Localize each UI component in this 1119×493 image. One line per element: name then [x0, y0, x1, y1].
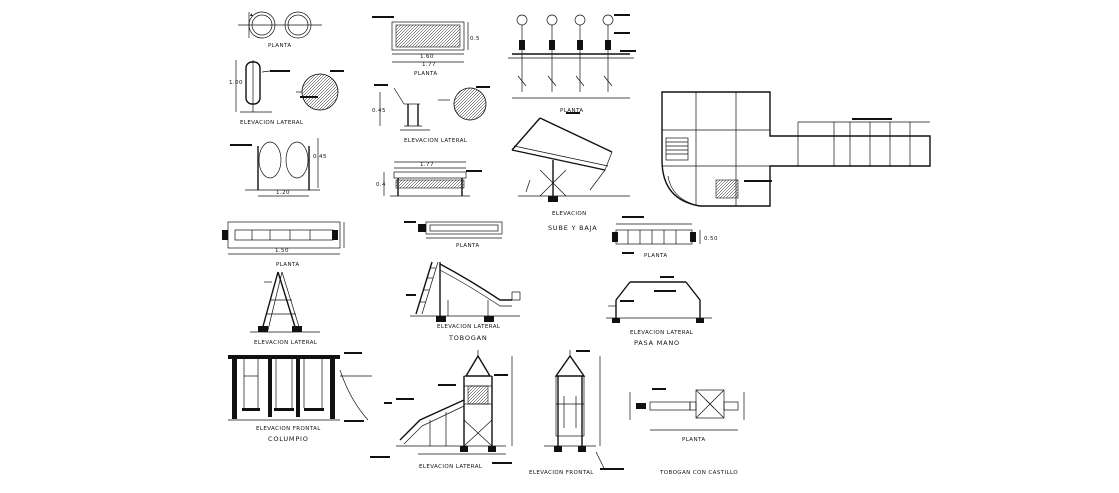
label-planta-2: PLANTA [276, 262, 299, 268]
label-planta-4: PLANTA [456, 243, 479, 249]
svg-text:1.00: 1.00 [229, 80, 243, 86]
label-elevacion-frontal-1: ELEVACION FRONTAL [256, 426, 321, 432]
pasa-mano-planta-detail: 0.50 [612, 216, 718, 254]
bench-planta-hatched-detail: 1.60 1.77 0.5 [372, 16, 480, 68]
svg-text:0.45: 0.45 [372, 108, 386, 114]
label-elevacion: ELEVACION [552, 211, 587, 217]
sube-baja-elevacion-detail [511, 112, 630, 202]
bench-lateral-center-detail: 0.45 [372, 84, 490, 131]
castillo-elevacion-frontal-detail [544, 350, 624, 470]
bench-elevacion-lateral-detail: 1.00 [229, 60, 344, 113]
svg-text:1.50: 1.50 [275, 248, 289, 254]
bench-frontal-center-detail: 1.77 0.4 [376, 161, 482, 197]
label-elevacion-lateral-5: ELEVACION LATERAL [419, 464, 483, 470]
label-planta-7: PLANTA [682, 437, 705, 443]
bench-planta-detail: ▴ [238, 11, 322, 39]
svg-text:0.5: 0.5 [470, 36, 480, 42]
label-elevacion-lateral-4: ELEVACION LATERAL [437, 324, 501, 330]
svg-text:1.77: 1.77 [422, 62, 436, 68]
label-tobogan-con-castillo: TOBOGAN CON CASTILLO [659, 470, 738, 476]
pasa-mano-elevacion-lateral-detail [606, 276, 712, 323]
label-columpio: COLUMPIO [268, 435, 309, 443]
label-pasa-mano: PASA MANO [634, 339, 680, 347]
label-planta-1: PLANTA [268, 43, 291, 49]
label-planta-6: PLANTA [644, 253, 667, 259]
svg-text:▴: ▴ [250, 12, 253, 18]
label-sube-y-baja: SUBE Y BAJA [548, 224, 598, 232]
svg-text:0.50: 0.50 [704, 236, 718, 242]
label-elevacion-frontal-2: ELEVACION FRONTAL [529, 470, 594, 476]
label-elevacion-lateral-3: ELEVACION LATERAL [404, 138, 468, 144]
svg-text:0.45: 0.45 [313, 154, 327, 160]
svg-text:0.4: 0.4 [376, 182, 386, 188]
bench-planta-long-detail: 1.50 [222, 221, 345, 255]
tobogan-elevacion-lateral-detail [406, 261, 521, 322]
label-elevacion-lateral-2: ELEVACION LATERAL [254, 340, 318, 346]
svg-text:1.77: 1.77 [420, 162, 434, 168]
site-plan-detail [661, 91, 931, 207]
label-elevacion-lateral-1: ELEVACION LATERAL [240, 120, 304, 126]
castillo-elevacion-lateral-detail [370, 350, 513, 464]
label-elevacion-lateral-6: ELEVACION LATERAL [630, 330, 694, 336]
swing-a-frame-lateral-detail [250, 271, 320, 333]
label-planta-5: PLANTA [560, 108, 583, 114]
label-tobogan: TOBOGAN [448, 334, 488, 342]
bench-elevacion-detail: 1.20 0.45 [230, 138, 327, 197]
castillo-planta-detail [629, 388, 745, 431]
label-planta-3: PLANTA [414, 71, 437, 77]
svg-text:1.20: 1.20 [276, 190, 290, 196]
columpio-elevacion-frontal-detail [228, 352, 372, 422]
svg-text:1.60: 1.60 [420, 54, 434, 60]
sube-baja-planta-detail [508, 14, 636, 99]
tobogan-planta-detail [404, 221, 503, 239]
